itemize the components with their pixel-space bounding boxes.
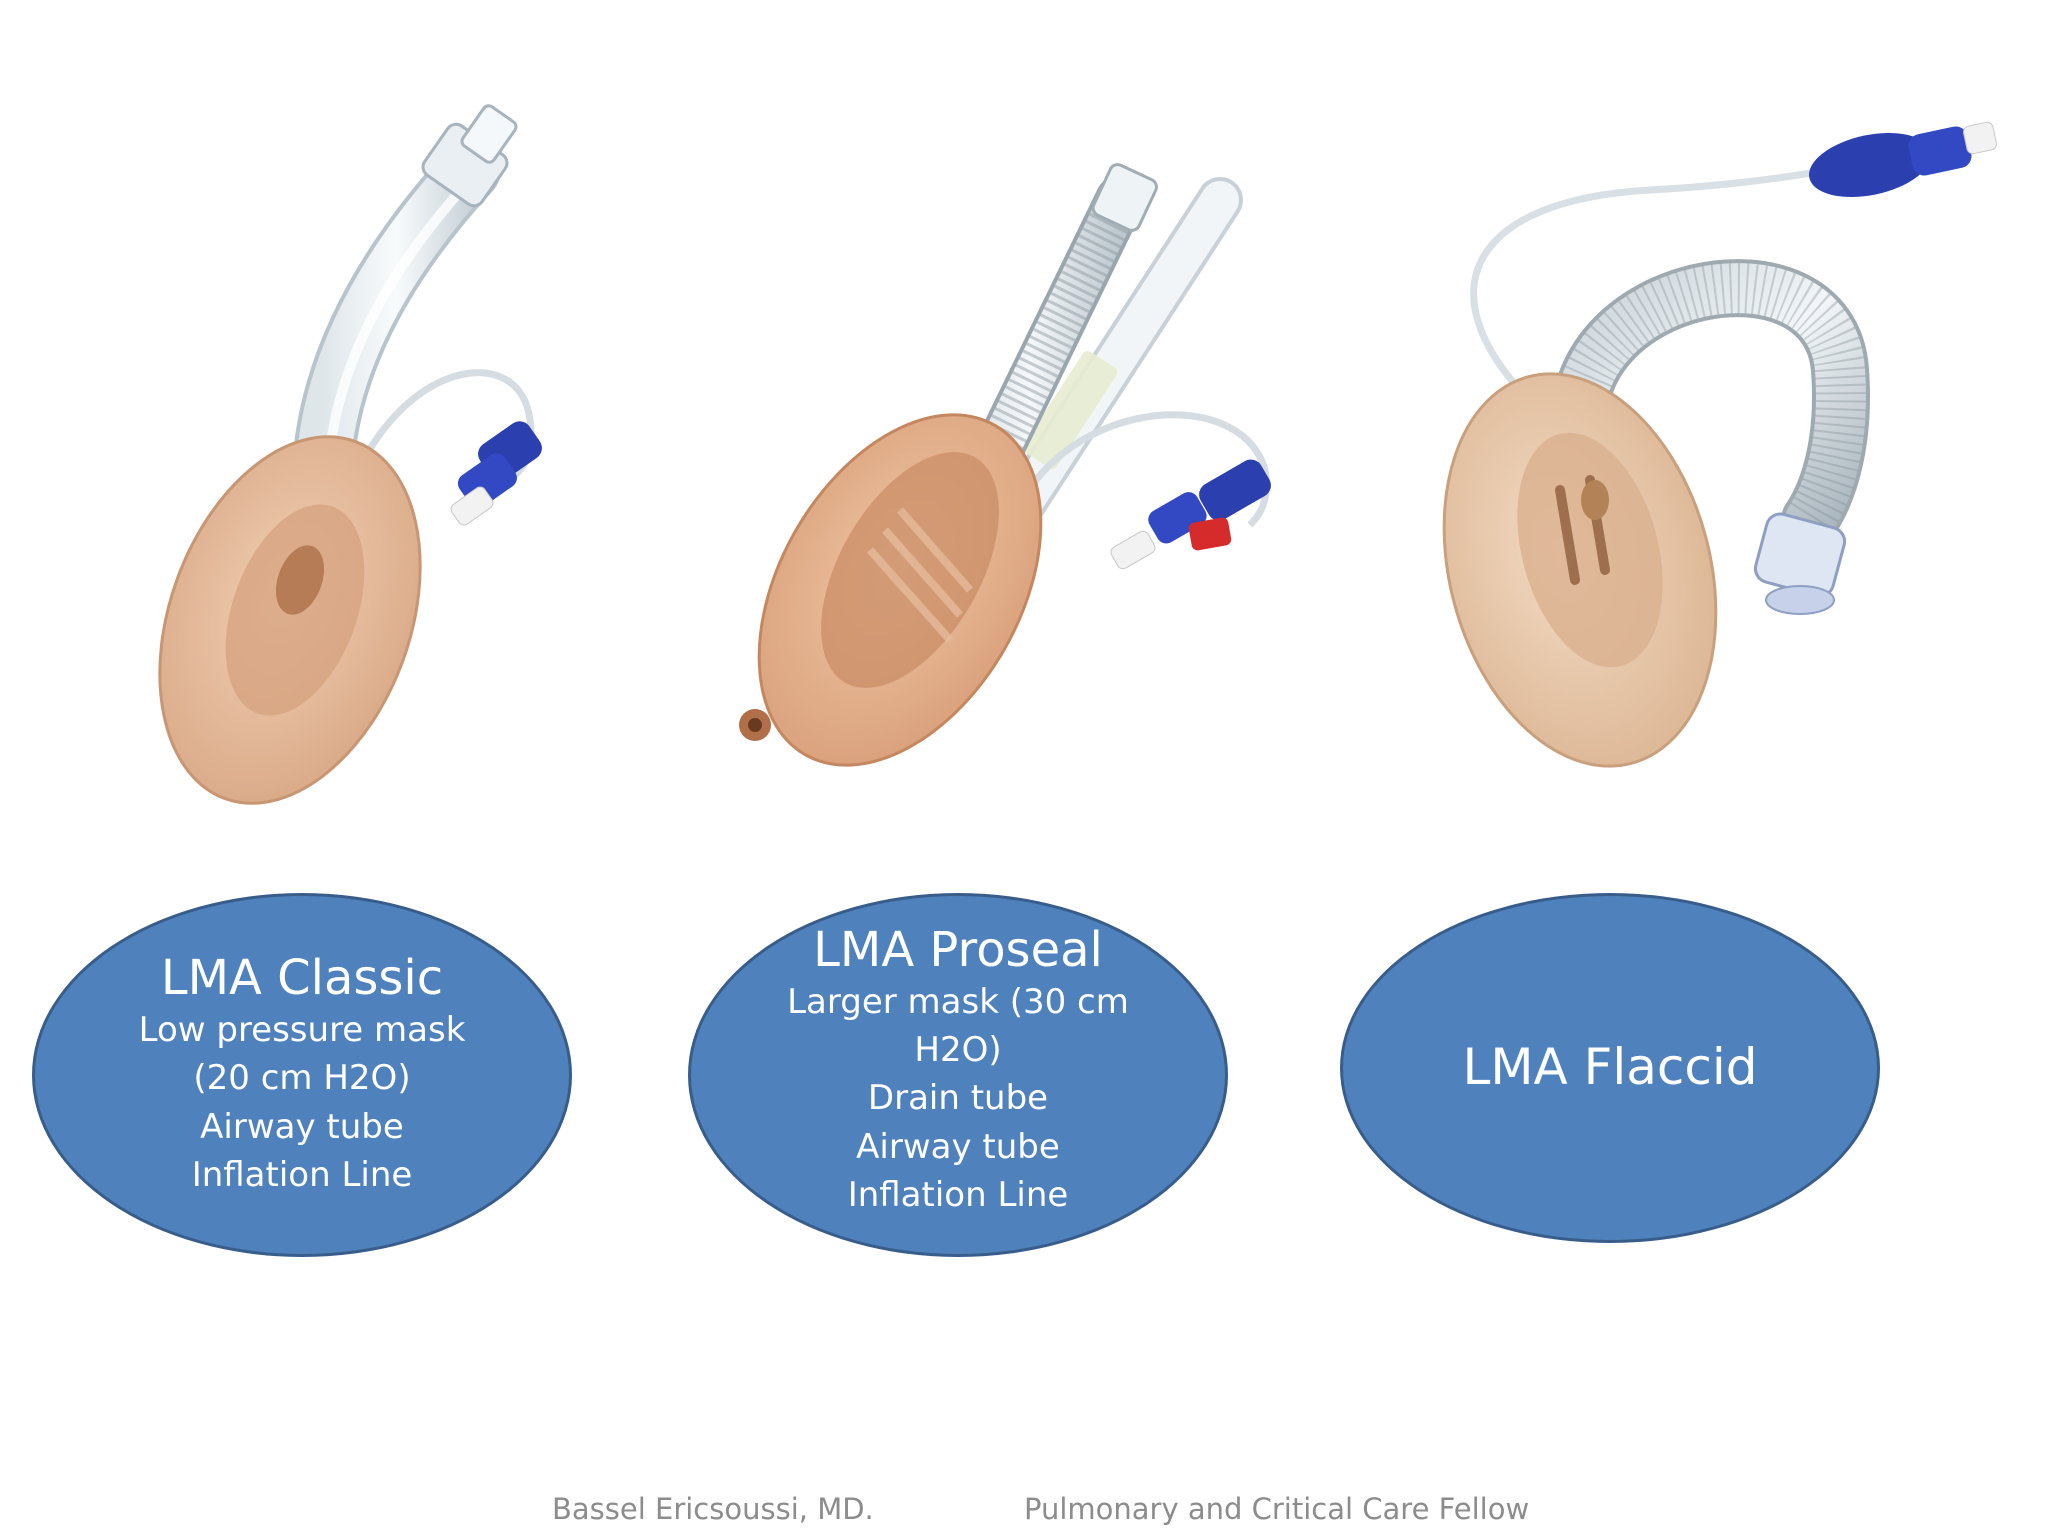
lma-classic-line: Airway tube — [200, 1106, 404, 1147]
footer-author: Bassel Ericsoussi, MD. — [552, 1492, 874, 1526]
pilot-valve — [450, 421, 542, 526]
lma-proseal-line: Inflation Line — [847, 1174, 1069, 1215]
lma-classic-oval: LMA Classic Low pressure mask (20 cm H2O… — [32, 893, 572, 1257]
lma-classic-title: LMA Classic — [160, 949, 444, 1006]
inflation-line — [1470, 166, 1831, 393]
lma-classic-line: Low pressure mask — [138, 1010, 466, 1051]
lma-proseal-title: LMA Proseal — [813, 921, 1103, 978]
lma-proseal-oval: LMA Proseal Larger mask (30 cm H2O) Drai… — [688, 893, 1228, 1257]
lma-classic-line: (20 cm H2O) — [193, 1058, 411, 1099]
lma-proseal-line: Drain tube — [867, 1078, 1049, 1119]
lma-proseal-line: H2O) — [914, 1030, 1002, 1071]
lma-flaccid-image — [1442, 121, 1997, 768]
footer-role: Pulmonary and Critical Care Fellow — [1024, 1492, 1530, 1526]
inflation-line — [1006, 411, 1270, 532]
lma-classic-image — [158, 104, 542, 805]
pilot-valve — [1809, 121, 1997, 198]
pilot-valve — [1110, 459, 1271, 570]
lma-flaccid-title: LMA Flaccid — [1462, 1038, 1758, 1097]
lma-proseal-line: Airway tube — [856, 1126, 1060, 1167]
lma-classic-line: Inflation Line — [191, 1154, 413, 1195]
lma-proseal-line: Larger mask (30 cm — [787, 981, 1129, 1022]
lma-flaccid-oval: LMA Flaccid — [1340, 893, 1880, 1243]
lma-proseal-image — [739, 163, 1271, 767]
